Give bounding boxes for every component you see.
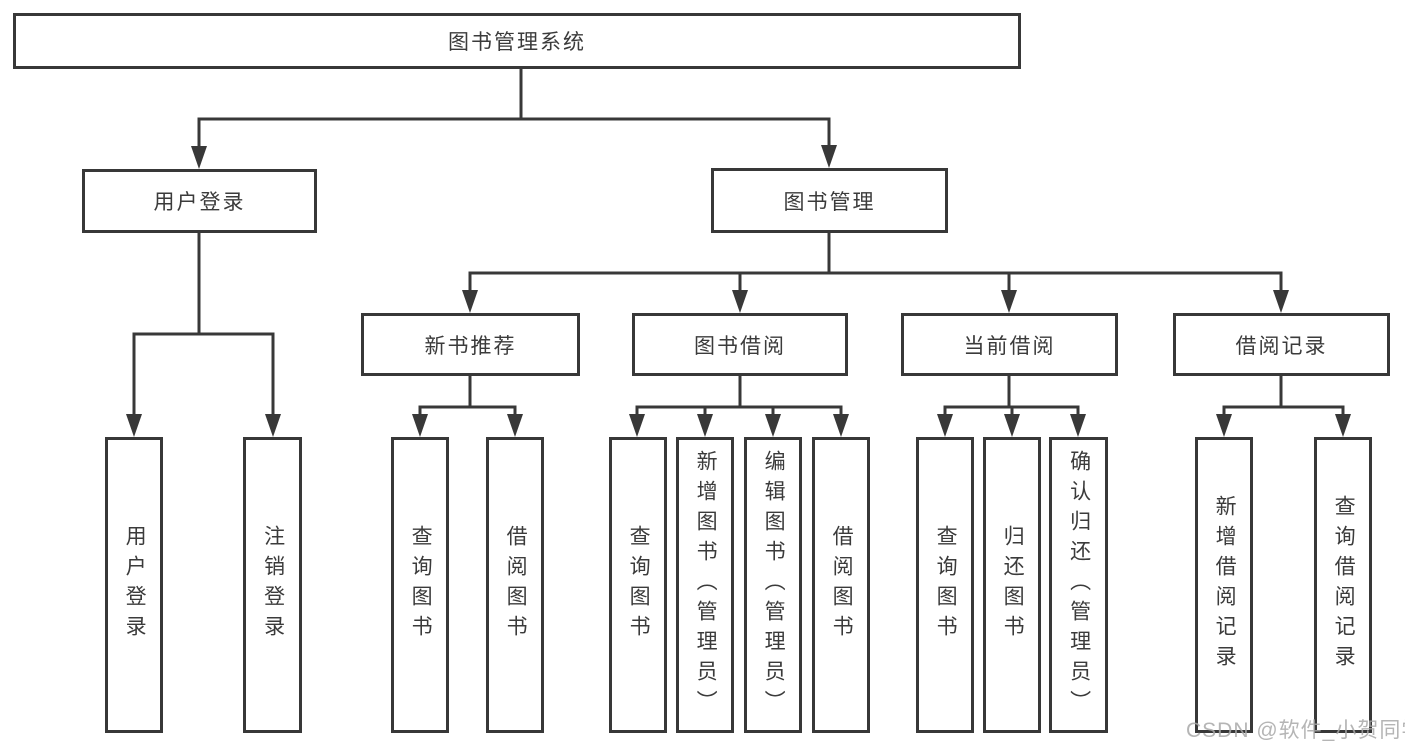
leaf-query-borrow-record: 查询借阅记录	[1314, 437, 1372, 733]
leaf-query-books-borrow: 查询图书	[609, 437, 667, 733]
node-book-borrow: 图书借阅	[632, 313, 848, 376]
leaf-edit-book-admin: 编辑图书（管理员）	[744, 437, 802, 733]
leaf-add-borrow-record: 新增借阅记录	[1195, 437, 1253, 733]
node-new-book-recommend: 新书推荐	[361, 313, 580, 376]
node-root: 图书管理系统	[13, 13, 1021, 69]
leaf-user-login: 用户登录	[105, 437, 163, 733]
leaf-query-books-recommend: 查询图书	[391, 437, 449, 733]
leaf-add-book-admin: 新增图书（管理员）	[676, 437, 734, 733]
watermark: CSDN @软件_小贺同学	[1186, 719, 1405, 742]
node-book-management: 图书管理	[711, 168, 948, 233]
node-borrow-records: 借阅记录	[1173, 313, 1390, 376]
leaf-return-book: 归还图书	[983, 437, 1041, 733]
leaf-borrow-books: 借阅图书	[812, 437, 870, 733]
leaf-confirm-return-admin: 确认归还（管理员）	[1049, 437, 1108, 733]
node-current-borrow: 当前借阅	[901, 313, 1118, 376]
leaf-query-books-current: 查询图书	[916, 437, 974, 733]
leaf-logout: 注销登录	[243, 437, 302, 733]
leaf-borrow-books-recommend: 借阅图书	[486, 437, 544, 733]
node-user-login: 用户登录	[82, 169, 317, 233]
